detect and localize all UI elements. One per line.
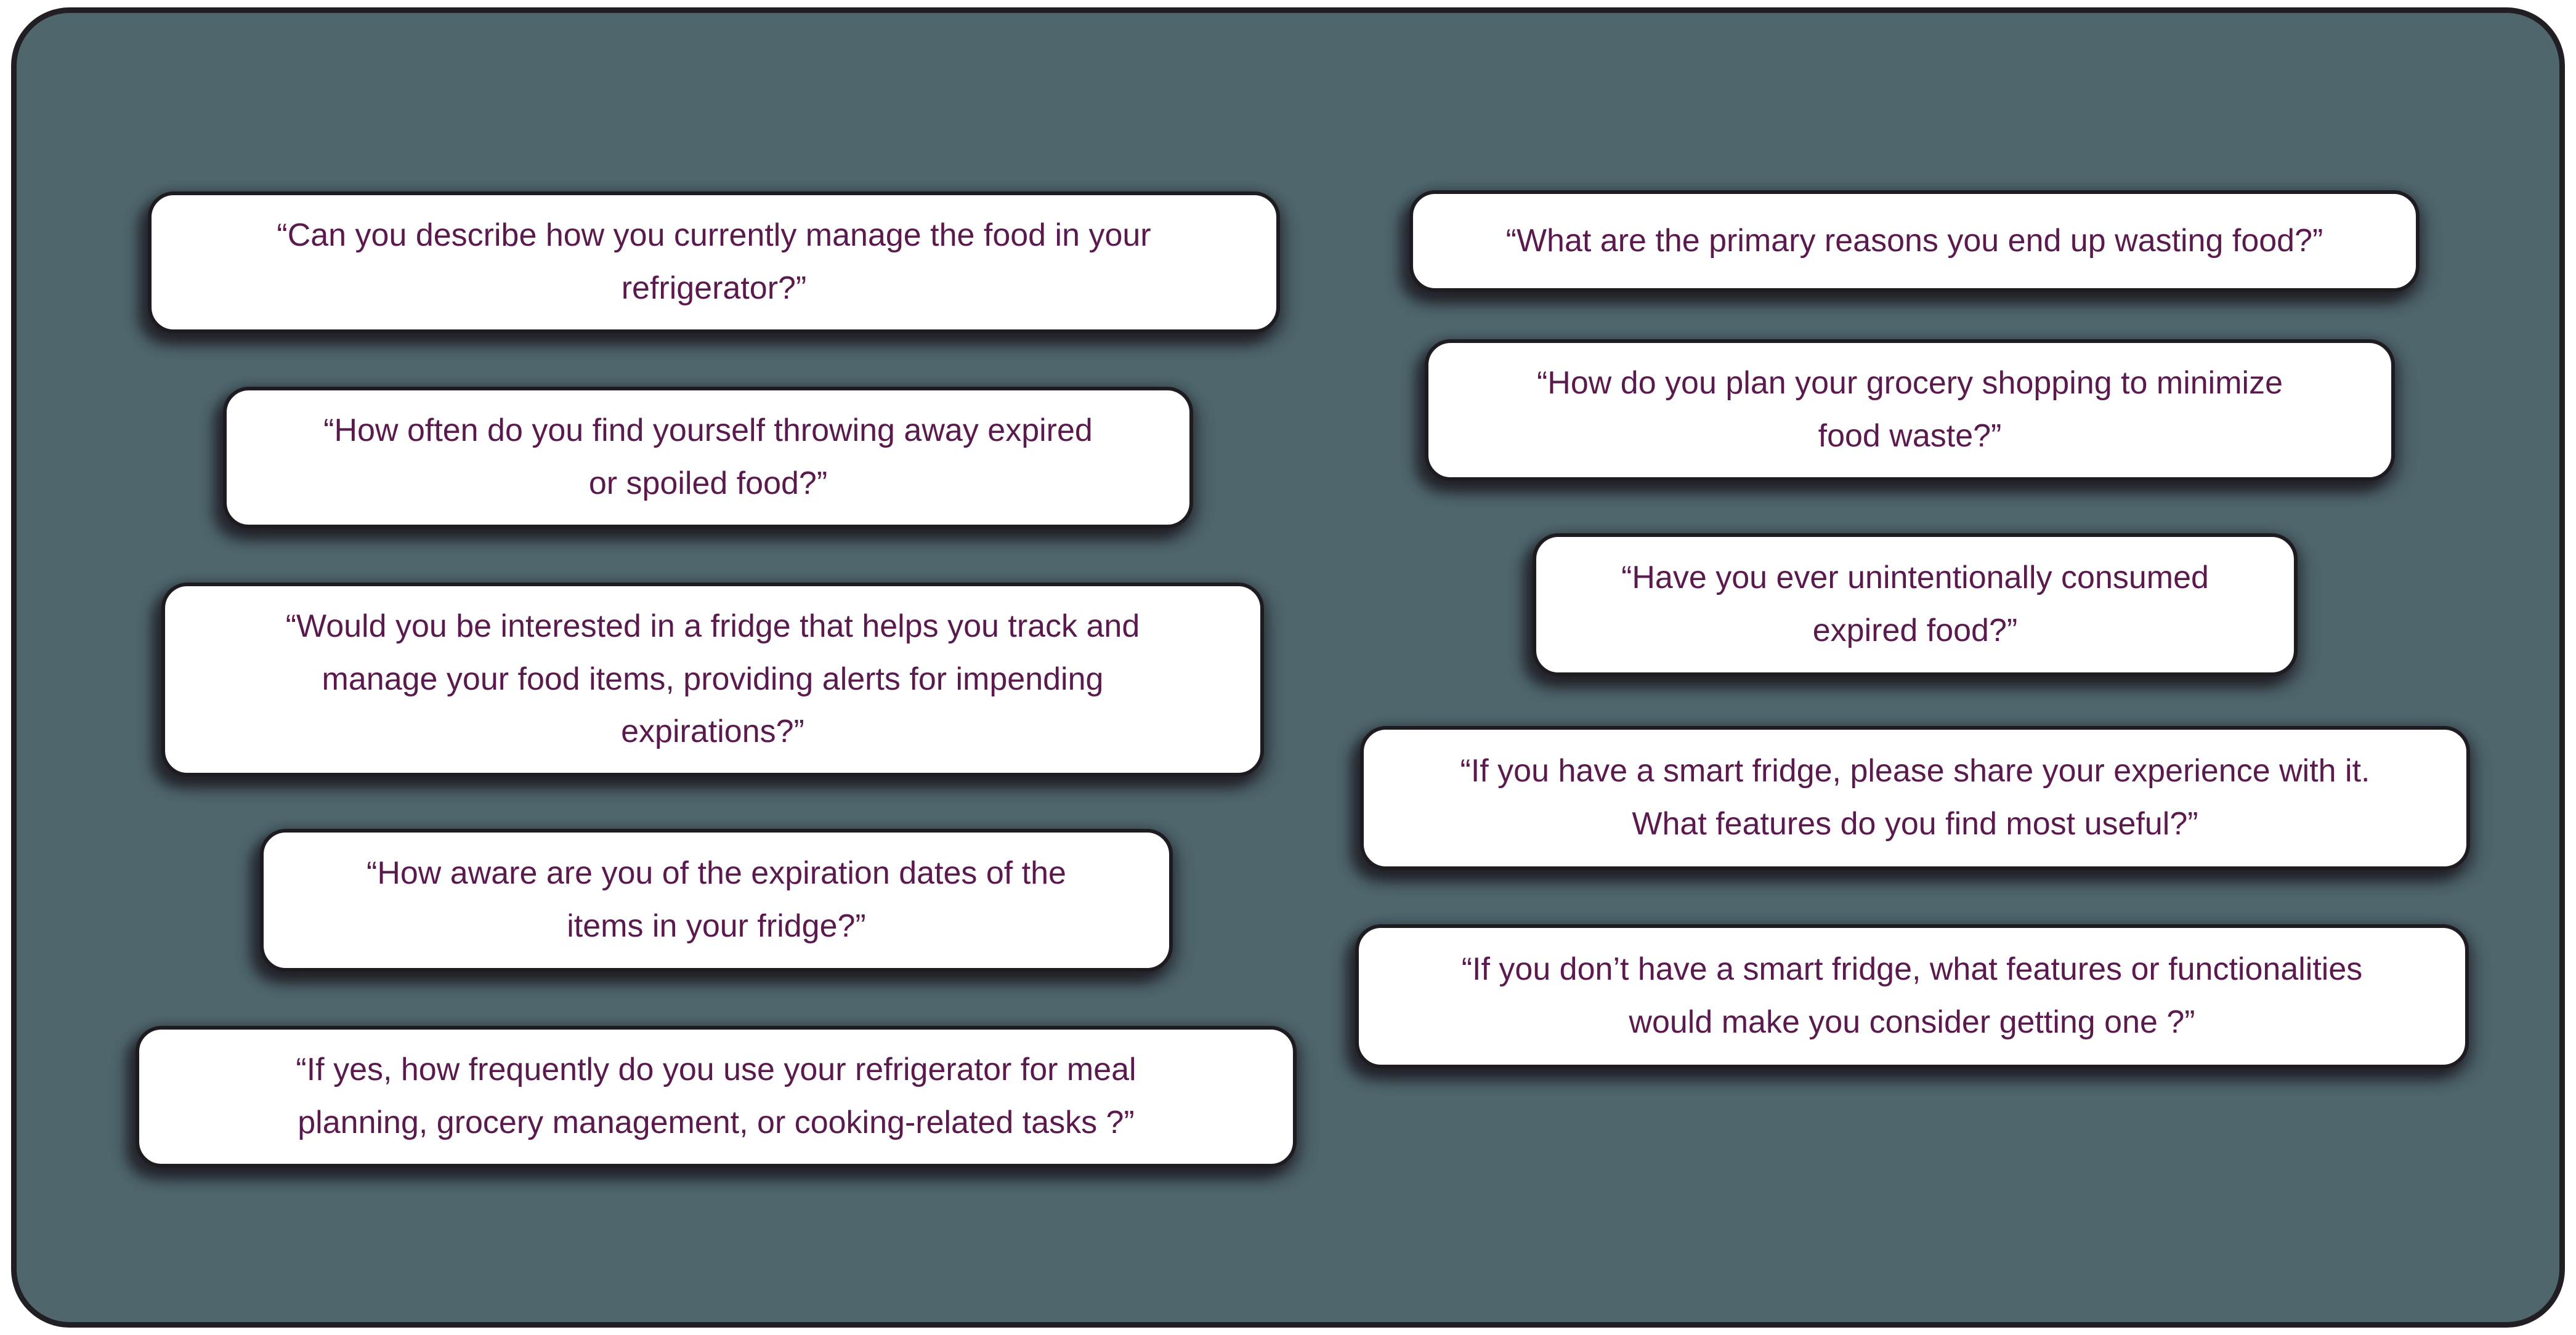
question-text: “If yes, how frequently do you use your … xyxy=(296,1052,1136,1140)
question-card: “If you have a smart fridge, please shar… xyxy=(1360,726,2470,870)
question-text: “How aware are you of the expiration dat… xyxy=(367,855,1066,944)
question-text: “What are the primary reasons you end up… xyxy=(1505,222,2323,259)
question-card: “How aware are you of the expiration dat… xyxy=(260,829,1173,972)
question-text: “If you don’t have a smart fridge, what … xyxy=(1461,951,2363,1040)
question-text: “How do you plan your grocery shopping t… xyxy=(1536,365,2283,454)
question-card: “If yes, how frequently do you use your … xyxy=(136,1026,1297,1168)
question-card: “What are the primary reasons you end up… xyxy=(1409,190,2420,292)
question-card: “How often do you find yourself throwing… xyxy=(223,387,1193,528)
question-card: “How do you plan your grocery shopping t… xyxy=(1425,339,2395,481)
question-text: “Can you describe how you currently mana… xyxy=(277,217,1151,306)
question-board: “Can you describe how you currently mana… xyxy=(11,7,2565,1328)
question-text: “Would you be interested in a fridge tha… xyxy=(285,608,1140,750)
question-card: “Have you ever unintentionally consumed … xyxy=(1533,533,2298,676)
question-card: “Would you be interested in a fridge tha… xyxy=(161,583,1264,776)
question-card: “Can you describe how you currently mana… xyxy=(148,192,1280,333)
question-text: “If you have a smart fridge, please shar… xyxy=(1460,753,2370,842)
question-card: “If you don’t have a smart fridge, what … xyxy=(1355,924,2469,1068)
question-text: “How often do you find yourself throwing… xyxy=(323,413,1093,501)
question-text: “Have you ever unintentionally consumed … xyxy=(1621,560,2209,648)
